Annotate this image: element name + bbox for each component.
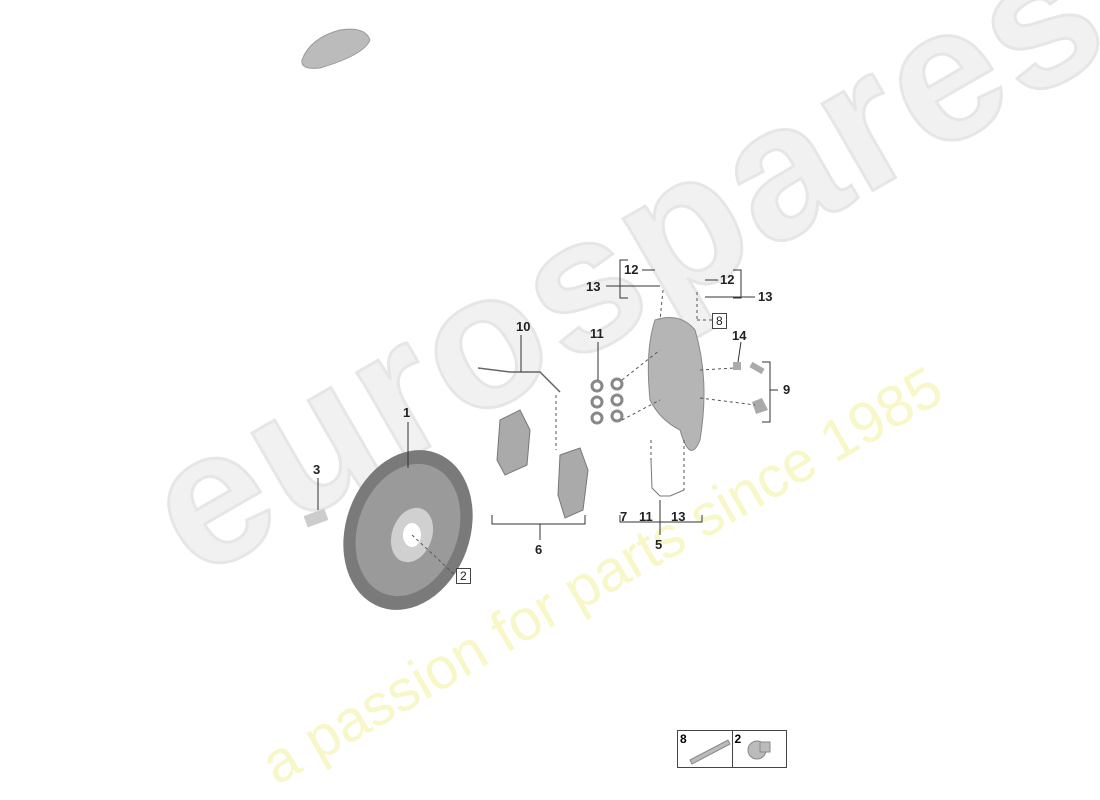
car-silhouette-icon xyxy=(301,28,371,69)
callout-11b: 11 xyxy=(639,509,653,524)
callout-13b: 13 xyxy=(758,289,773,304)
callout-8: 8 xyxy=(712,313,727,329)
legend-images xyxy=(689,739,771,765)
callout-12a: 12 xyxy=(624,262,639,277)
callout-12b: 12 xyxy=(720,272,735,287)
brake-pads xyxy=(496,409,589,519)
callout-10: 10 xyxy=(516,319,531,334)
legend-number: 2 xyxy=(734,732,742,746)
callout-7: 7 xyxy=(620,509,628,524)
legend-cell-bolt: 8 xyxy=(678,731,733,767)
callout-11a: 11 xyxy=(590,326,604,341)
callout-9: 9 xyxy=(783,382,791,397)
legend-number: 8 xyxy=(680,732,687,746)
wear-sensor-cable xyxy=(477,367,561,393)
brake-line xyxy=(650,459,685,497)
callout-2: 2 xyxy=(456,568,471,584)
callout-6: 6 xyxy=(535,542,543,557)
legend-cell-screw: 2 xyxy=(733,731,787,767)
callout-13c: 13 xyxy=(671,509,686,524)
callout-13a: 13 xyxy=(586,279,601,294)
piston-seals xyxy=(590,377,624,425)
callout-1: 1 xyxy=(403,405,411,420)
brake-caliper xyxy=(647,317,705,451)
callout-3: 3 xyxy=(313,462,321,477)
part-3-shield xyxy=(303,508,329,528)
callout-5: 5 xyxy=(655,537,663,552)
pad-retainer-parts xyxy=(733,361,768,414)
fastener-legend: 8 2 xyxy=(677,730,787,768)
callout-14: 14 xyxy=(732,328,747,343)
